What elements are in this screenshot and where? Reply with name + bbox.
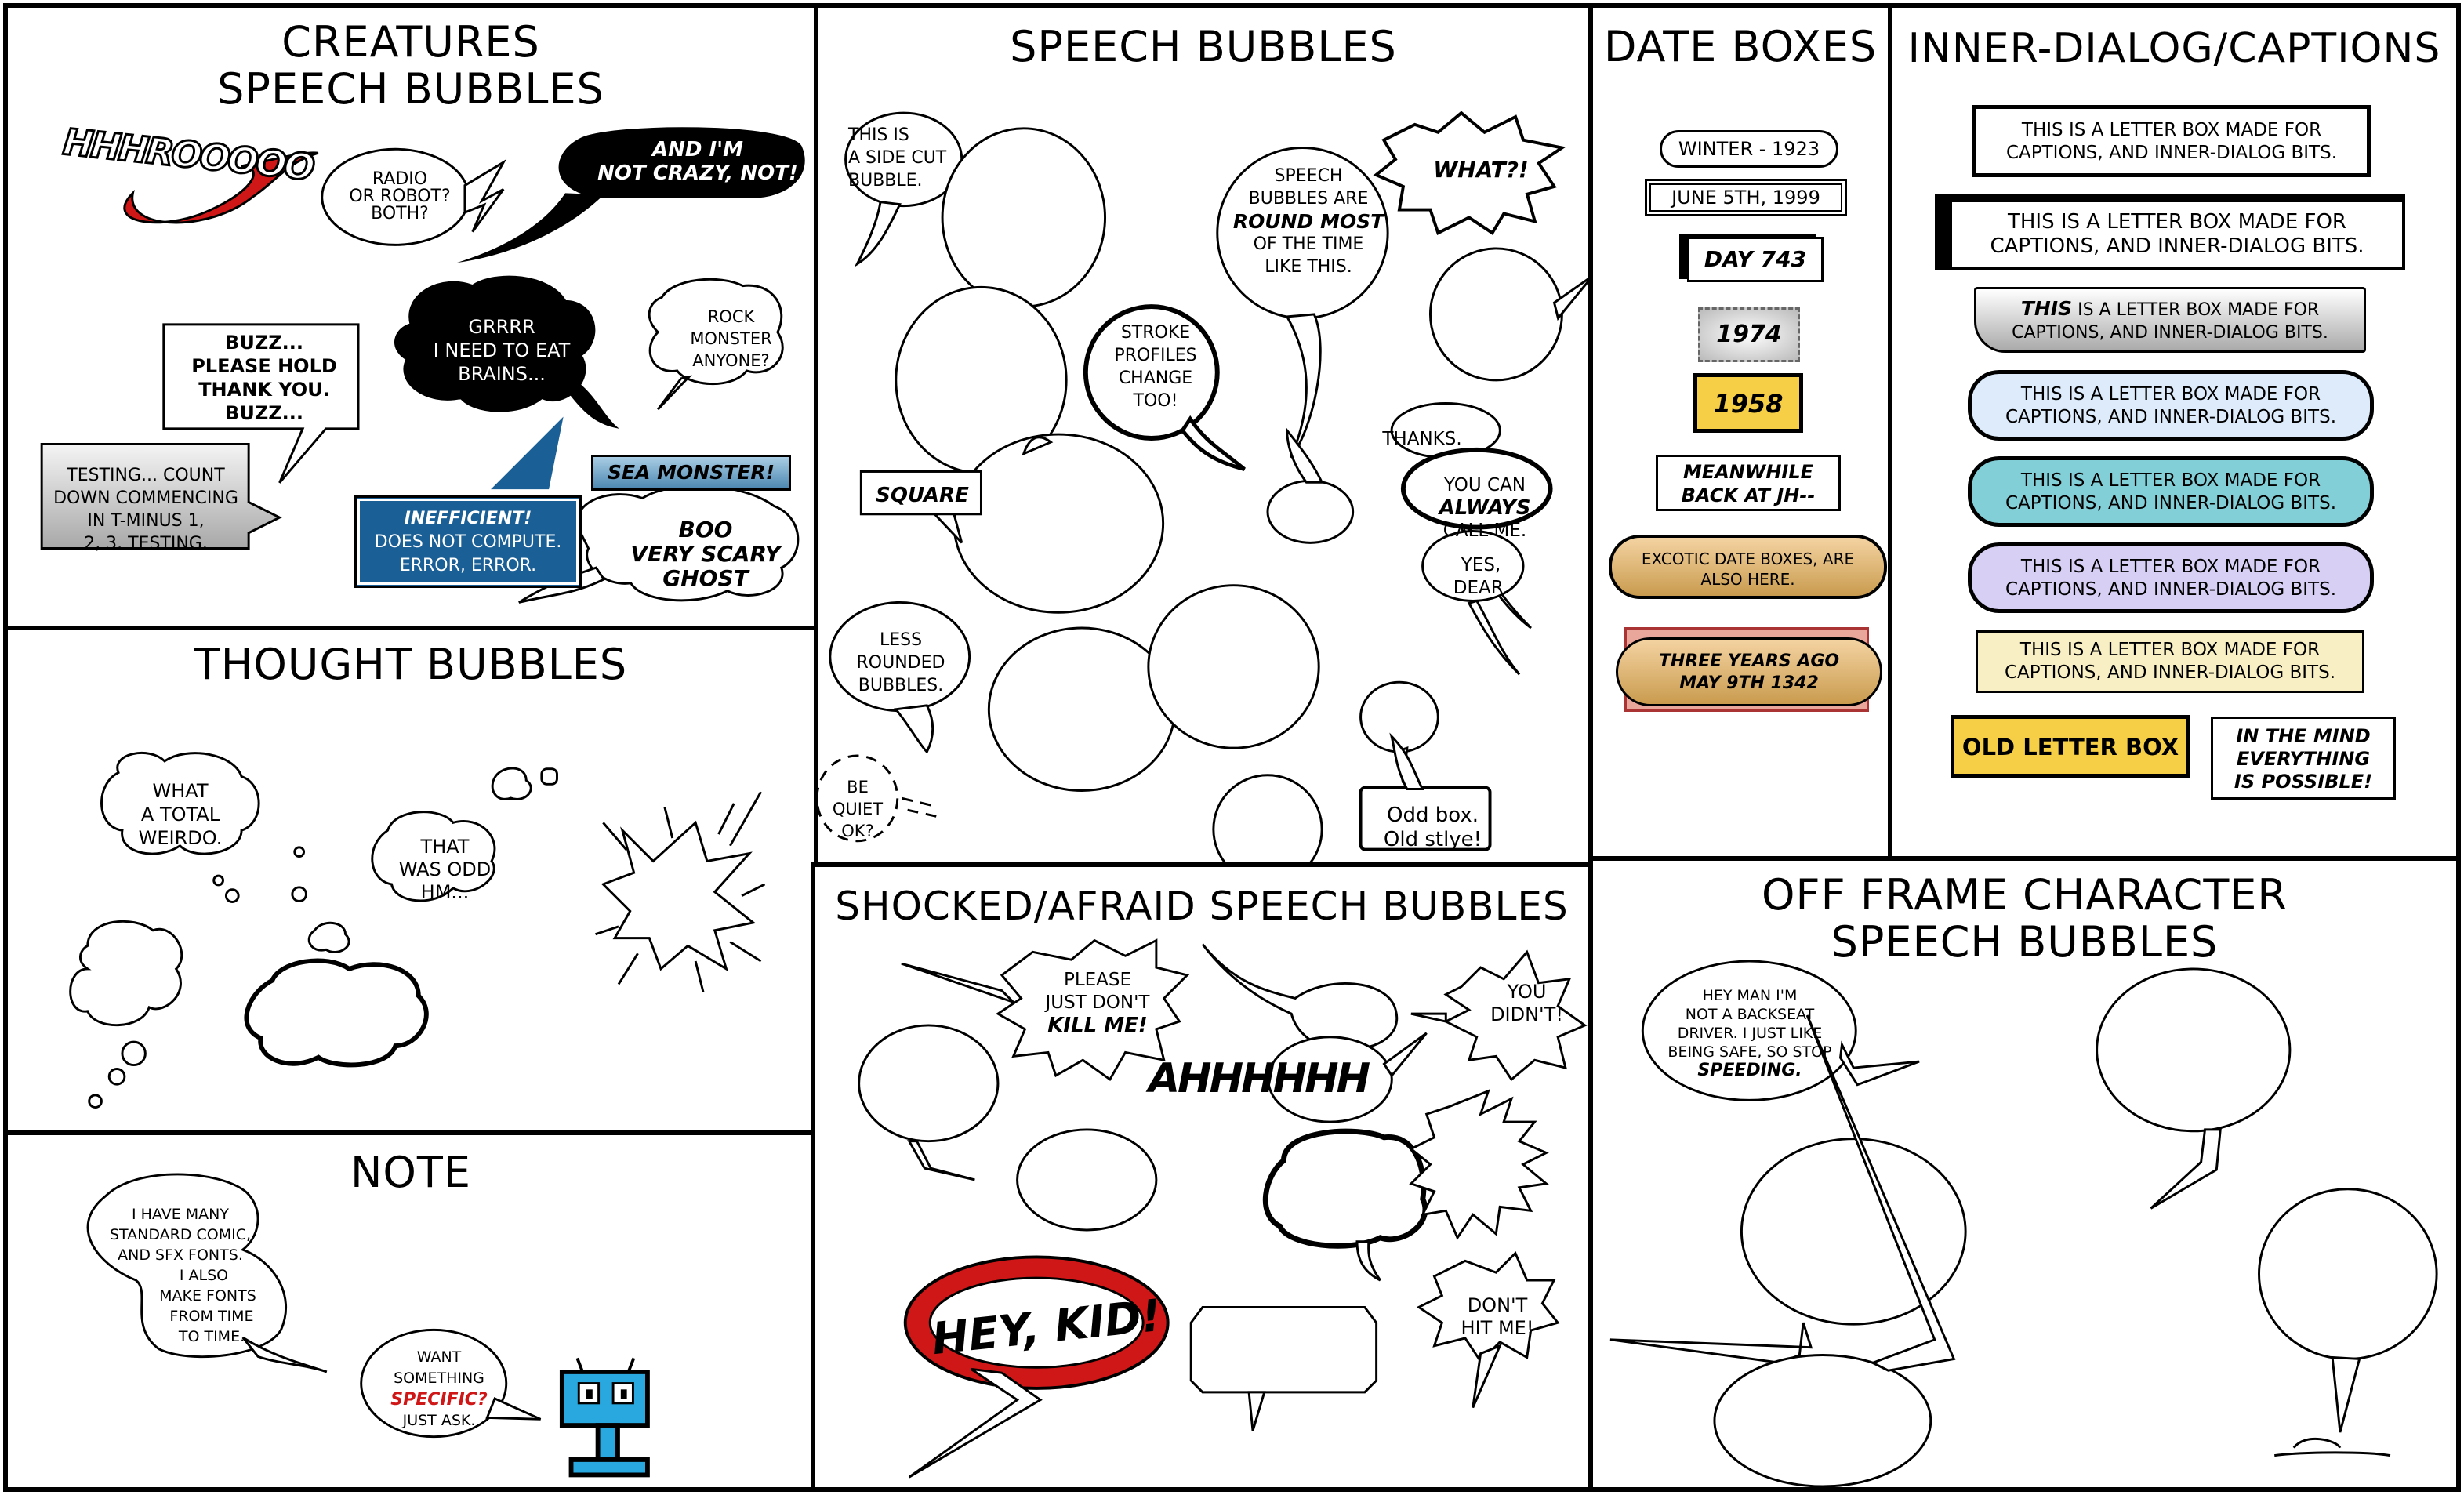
creatures-bubble-shapes <box>40 127 805 604</box>
panel-speech-bubbles: Speech Bubbles <box>814 3 1593 872</box>
always-bubble-text: You can always call me. <box>1439 475 1531 541</box>
panel-title: Creatures Speech Bubbles <box>217 17 604 114</box>
caption-pale-blue: This is a letter box made forcaptions, a… <box>1968 370 2374 441</box>
ahhh-text: AHHHHHH <box>1148 1055 1370 1102</box>
boo-bubble-text: Boovery scaryghost <box>630 517 781 591</box>
panel-inner-dialog-captions: Inner-Dialog/Captions This is a letter b… <box>1888 3 2461 861</box>
panel-title: Thought Bubbles <box>194 640 628 689</box>
thought-bubble-shapes <box>69 751 766 1109</box>
sea-monster-box: Sea Monster! <box>591 455 791 491</box>
thanks-bubble-text: Thanks. <box>1382 429 1462 449</box>
buzz-box-text: Buzz...Please holdthank you.Buzz... <box>191 332 337 424</box>
backseat-bubble-text: Hey man I'mnot a backseat driver. I just… <box>1667 987 1832 1080</box>
panel-title: Inner-Dialog/Captions <box>1907 25 2441 72</box>
caption-gradient: This is a letter box made for captions, … <box>1974 287 2366 353</box>
date-exotic: Excotic date boxes, arealso here. <box>1609 535 1887 599</box>
caption-plain: This is a letter box made forcaptions, a… <box>1972 105 2371 177</box>
panel-title: Shocked/Afraid Speech Bubbles <box>835 884 1569 929</box>
caption-old-letter-box: Old Letter Box <box>1951 715 2190 778</box>
note-bubble-shapes <box>86 1173 650 1478</box>
square-bubble-text: Square <box>876 484 969 507</box>
oddbox-bubble-text: Odd box.Old stlye! <box>1383 804 1482 851</box>
panel-title: Date Boxes <box>1603 22 1878 71</box>
weirdo-thought-text: Whata totalweirdo. <box>138 780 223 849</box>
quiet-bubble-text: Bequietok? <box>832 778 884 840</box>
less-bubble-text: Lessroundedbubbles. <box>856 630 945 695</box>
inefficient-box: Inefficient! Does not compute. Error, er… <box>354 495 582 588</box>
offframe-bubble-shapes <box>1609 960 2438 1487</box>
panel-title: Speech Bubbles <box>1010 22 1397 71</box>
testing-box-text: Testing... countdown commencingin T-minu… <box>53 466 238 553</box>
caption-lavender: This is a letter box made forcaptions, a… <box>1968 542 2374 613</box>
date-three-years-oval: Three years agoMay 9th 1342 <box>1616 637 1882 706</box>
panel-off-frame-bubbles: Off Frame Character Speech Bubbles Hey m… <box>1588 856 2461 1492</box>
panel-creatures: Creatures Speech Bubbles <box>3 3 818 630</box>
panel-shocked-bubbles: Shocked/Afraid Speech Bubbles Pleaseju <box>811 862 1593 1492</box>
robot-icon <box>559 1357 650 1478</box>
panel-date-boxes: Date Boxes Winter - 1923 June 5th, 1999 … <box>1588 3 1892 861</box>
caption-cream: This is a letter box made forcaptions, a… <box>1976 630 2364 693</box>
panel-title: Off Frame Character Speech Bubbles <box>1762 870 2288 967</box>
shocked-bubble-shapes <box>858 938 1588 1479</box>
date-winter: Winter - 1923 <box>1660 130 1838 168</box>
grrrr-bubble-text: GrrrrI need to eatbrains... <box>433 316 571 385</box>
panel-thought-bubbles: Thought Bubbles Whata totalweirdo. Thatw… <box>3 626 818 1135</box>
panel-note: Note I have manystandard comic, and SFX … <box>3 1130 818 1492</box>
stroke-bubble-text: Strokeprofileschangetoo! <box>1114 323 1197 411</box>
panel-title: Note <box>350 1148 471 1197</box>
crazy-bubble-text: And I'mnot crazy, not! <box>597 138 798 185</box>
date-june: June 5th, 1999 <box>1645 179 1847 216</box>
caption-teal: This is a letter box made forcaptions, a… <box>1968 456 2374 527</box>
date-three-years: Three years agoMay 9th 1342 <box>1616 627 1882 712</box>
want-bubble-text: Wantsomething specific? Just ask. <box>390 1348 488 1429</box>
speech-bubble-shapes <box>818 111 1588 867</box>
round-bubble-text: Speechbubbles are round most of the time… <box>1232 166 1384 277</box>
date-1974: 1974 <box>1698 307 1800 362</box>
fonts-bubble-text: I have manystandard comic, and SFX fonts… <box>109 1206 256 1345</box>
what-bubble-text: What?! <box>1433 157 1529 183</box>
rock-bubble-text: Rockmonsteranyone? <box>690 307 772 370</box>
odd-thought-text: Thatwas oddhm... <box>398 836 492 903</box>
radio-bubble-text: Radioor robot?Both? <box>349 169 451 223</box>
date-day: Day 743 <box>1687 237 1824 282</box>
caption-mind: In the mindeverythingis possible! <box>2211 717 2396 800</box>
donthit-bubble-text: Don'thit me! <box>1461 1294 1534 1339</box>
please-bubble-text: Pleasejust don't kill me! <box>1045 970 1150 1037</box>
yes-bubble-text: Yes,dear. <box>1453 555 1509 598</box>
you-bubble-text: Youdidn't! <box>1490 981 1563 1025</box>
sidecut-bubble-text: This isa side cutbubble. <box>848 125 947 191</box>
date-meanwhile: Meanwhileback at JH-- <box>1656 455 1841 511</box>
date-1958: 1958 <box>1693 373 1803 433</box>
caption-shadow: This is a letter box made forcaptions, a… <box>1935 199 2405 270</box>
